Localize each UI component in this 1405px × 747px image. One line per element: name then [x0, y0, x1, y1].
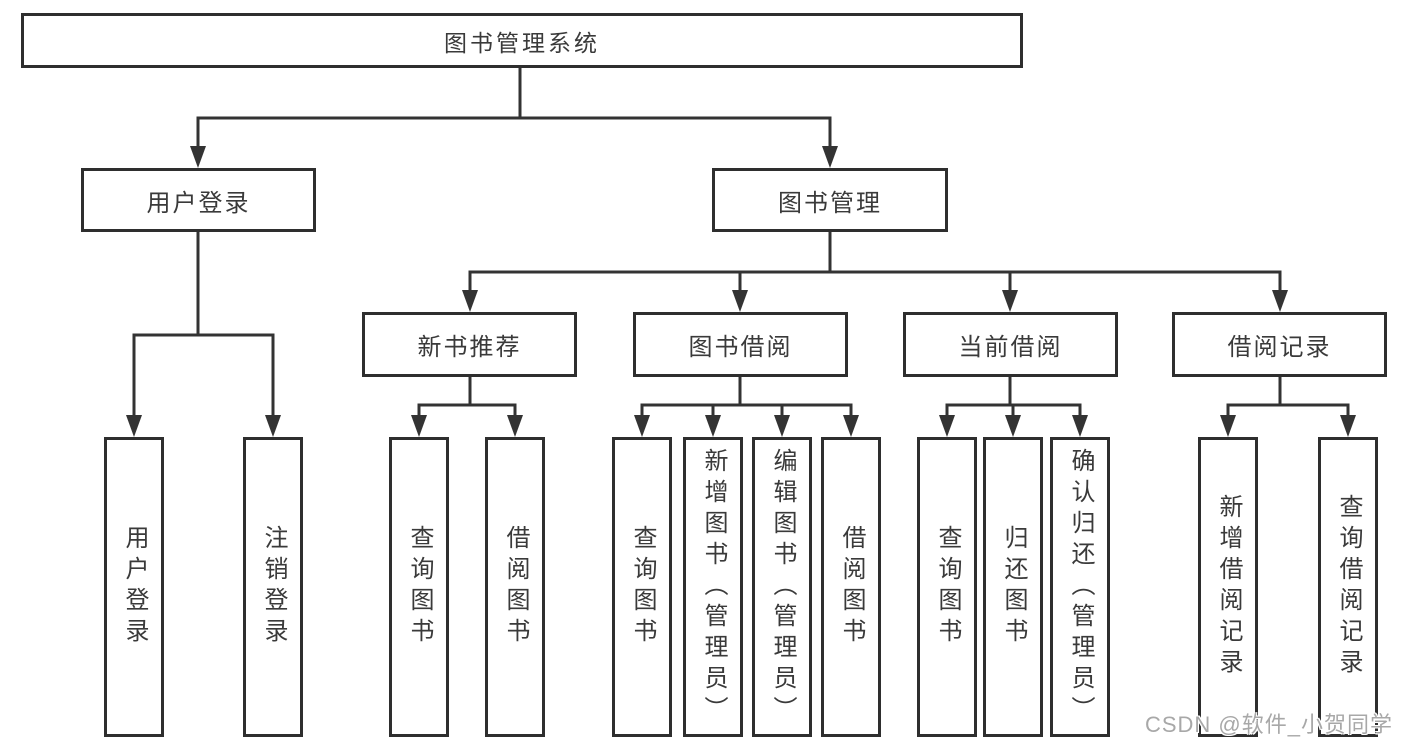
node-library-system: 图书管理系统	[21, 13, 1023, 68]
leaf-query-books-recommend: 查询图书	[389, 437, 449, 737]
node-label: 图书管理	[778, 189, 882, 217]
connector-new-book-rec-to-leaves	[417, 377, 517, 417]
leaf-query-borrow-record: 查询借阅记录	[1318, 437, 1378, 737]
node-label: 查询图书	[934, 525, 961, 649]
node-label: 图书借阅	[688, 334, 793, 361]
arrow-icon	[705, 415, 721, 437]
connector-book-borrowing-to-leaves	[640, 377, 853, 417]
node-borrowing-records: 借阅记录	[1172, 312, 1387, 377]
arrow-icon	[939, 415, 955, 437]
node-label: 新增图书（管理员）	[700, 447, 727, 727]
leaf-add-borrow-record: 新增借阅记录	[1198, 437, 1258, 737]
node-label: 查询图书	[629, 525, 656, 649]
arrow-icon	[190, 146, 206, 168]
arrow-icon	[774, 415, 790, 437]
node-book-management: 图书管理	[712, 168, 948, 232]
node-current-borrowing: 当前借阅	[903, 312, 1118, 377]
node-new-book-recommend: 新书推荐	[362, 312, 577, 377]
connector-root-to-branches	[196, 68, 832, 148]
arrow-icon	[843, 415, 859, 437]
node-label: 注销登录	[260, 525, 287, 649]
arrow-icon	[634, 415, 650, 437]
connector-book-mgmt-to-modules	[468, 232, 1282, 294]
leaf-borrow-books-borrowing: 借阅图书	[821, 437, 881, 737]
node-label: 用户登录	[121, 525, 148, 649]
leaf-logout: 注销登录	[243, 437, 303, 737]
node-label: 借阅记录	[1227, 334, 1332, 361]
arrow-icon	[1072, 415, 1088, 437]
arrow-icon	[462, 290, 478, 312]
leaf-borrow-books-recommend: 借阅图书	[485, 437, 545, 737]
arrow-icon	[822, 146, 838, 168]
leaf-add-book-admin: 新增图书（管理员）	[683, 437, 743, 737]
arrow-icon	[1220, 415, 1236, 437]
leaf-confirm-return-admin: 确认归还（管理员）	[1050, 437, 1110, 737]
arrowheads	[126, 146, 1356, 437]
watermark-text: CSDN @软件_小贺同学	[1144, 712, 1393, 737]
arrow-icon	[126, 415, 142, 437]
arrow-icon	[1272, 290, 1288, 312]
node-label: 用户登录	[146, 189, 251, 217]
node-label: 借阅图书	[502, 525, 529, 649]
arrow-icon	[732, 290, 748, 312]
connector-borrowing-records-to-leaves	[1226, 377, 1350, 417]
arrow-icon	[1002, 290, 1018, 312]
node-label: 当前借阅	[958, 334, 1063, 361]
node-book-borrowing: 图书借阅	[633, 312, 848, 377]
leaf-edit-book-admin: 编辑图书（管理员）	[752, 437, 812, 737]
node-label: 归还图书	[1000, 525, 1027, 649]
arrow-icon	[507, 415, 523, 437]
node-label: 编辑图书（管理员）	[769, 447, 796, 727]
node-label: 借阅图书	[838, 525, 865, 649]
leaf-query-books-borrowing: 查询图书	[612, 437, 672, 737]
node-label: 查询图书	[406, 525, 433, 649]
connector-user-login-to-leaves	[132, 232, 275, 417]
node-label: 确认归还（管理员）	[1067, 447, 1094, 727]
arrow-icon	[1340, 415, 1356, 437]
arrow-icon	[265, 415, 281, 437]
connector-current-borrowing-to-leaves	[945, 377, 1082, 417]
leaf-return-books: 归还图书	[983, 437, 1043, 737]
leaf-user-login: 用户登录	[104, 437, 164, 737]
node-label: 新增借阅记录	[1215, 494, 1242, 680]
leaf-query-books-current: 查询图书	[917, 437, 977, 737]
arrow-icon	[1005, 415, 1021, 437]
node-label: 图书管理系统	[444, 29, 600, 56]
arrow-icon	[411, 415, 427, 437]
node-label: 查询借阅记录	[1335, 494, 1362, 680]
node-label: 新书推荐	[417, 334, 522, 361]
node-user-login-branch: 用户登录	[81, 168, 316, 232]
